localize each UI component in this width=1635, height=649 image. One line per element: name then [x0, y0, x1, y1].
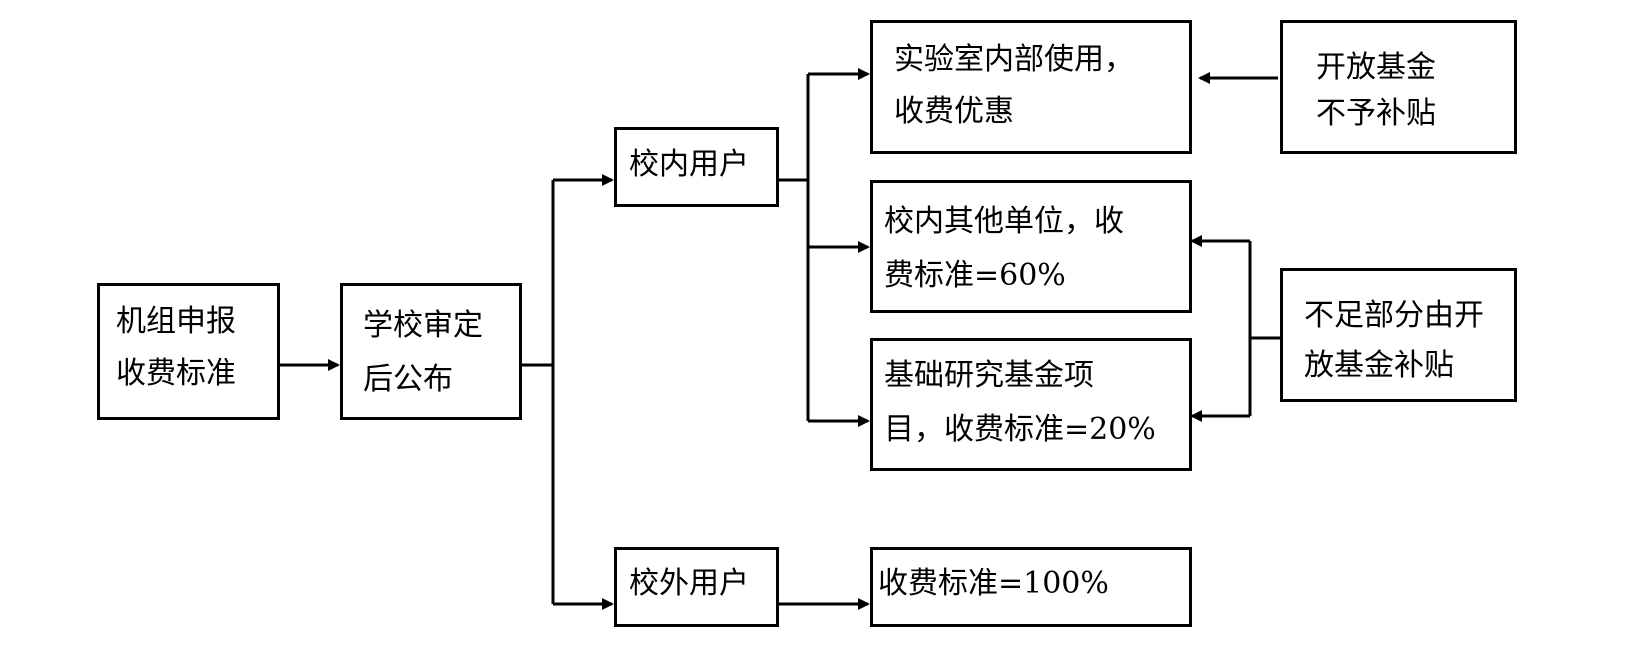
approve-line1: 学校审定 [363, 308, 483, 343]
open-fund-none-line1: 开放基金 [1316, 50, 1436, 85]
node-lab-use [870, 20, 1192, 154]
other-units-line1: 校内其他单位，收 [884, 204, 1124, 239]
open-fund-subsidy-line2: 放基金补贴 [1304, 348, 1454, 383]
external-rate-label: 收费标准=100% [878, 566, 1109, 601]
node-basic-research [870, 338, 1192, 471]
open-fund-none-line2: 不予补贴 [1316, 96, 1436, 131]
basic-research-line1: 基础研究基金项 [884, 358, 1094, 393]
node-internal-users [614, 127, 779, 207]
node-external-users [614, 547, 779, 627]
node-other-units [870, 180, 1192, 313]
approve-line2: 后公布 [363, 362, 453, 397]
apply-line1: 机组申报 [116, 304, 236, 339]
lab-use-line2: 收费优惠 [894, 94, 1014, 129]
basic-research-line2: 目，收费标准=20% [884, 412, 1156, 447]
other-units-line2: 费标准=60% [884, 258, 1066, 293]
apply-line2: 收费标准 [116, 356, 236, 391]
node-apply [97, 283, 280, 420]
node-approve [340, 283, 522, 420]
node-external-rate [870, 547, 1192, 627]
node-open-fund-none [1280, 20, 1517, 154]
node-open-fund-subsidy [1280, 268, 1517, 402]
open-fund-subsidy-line1: 不足部分由开 [1304, 298, 1484, 333]
lab-use-line1: 实验室内部使用， [894, 42, 1134, 77]
external-users-label: 校外用户 [629, 566, 749, 601]
internal-users-label: 校内用户 [629, 147, 749, 182]
